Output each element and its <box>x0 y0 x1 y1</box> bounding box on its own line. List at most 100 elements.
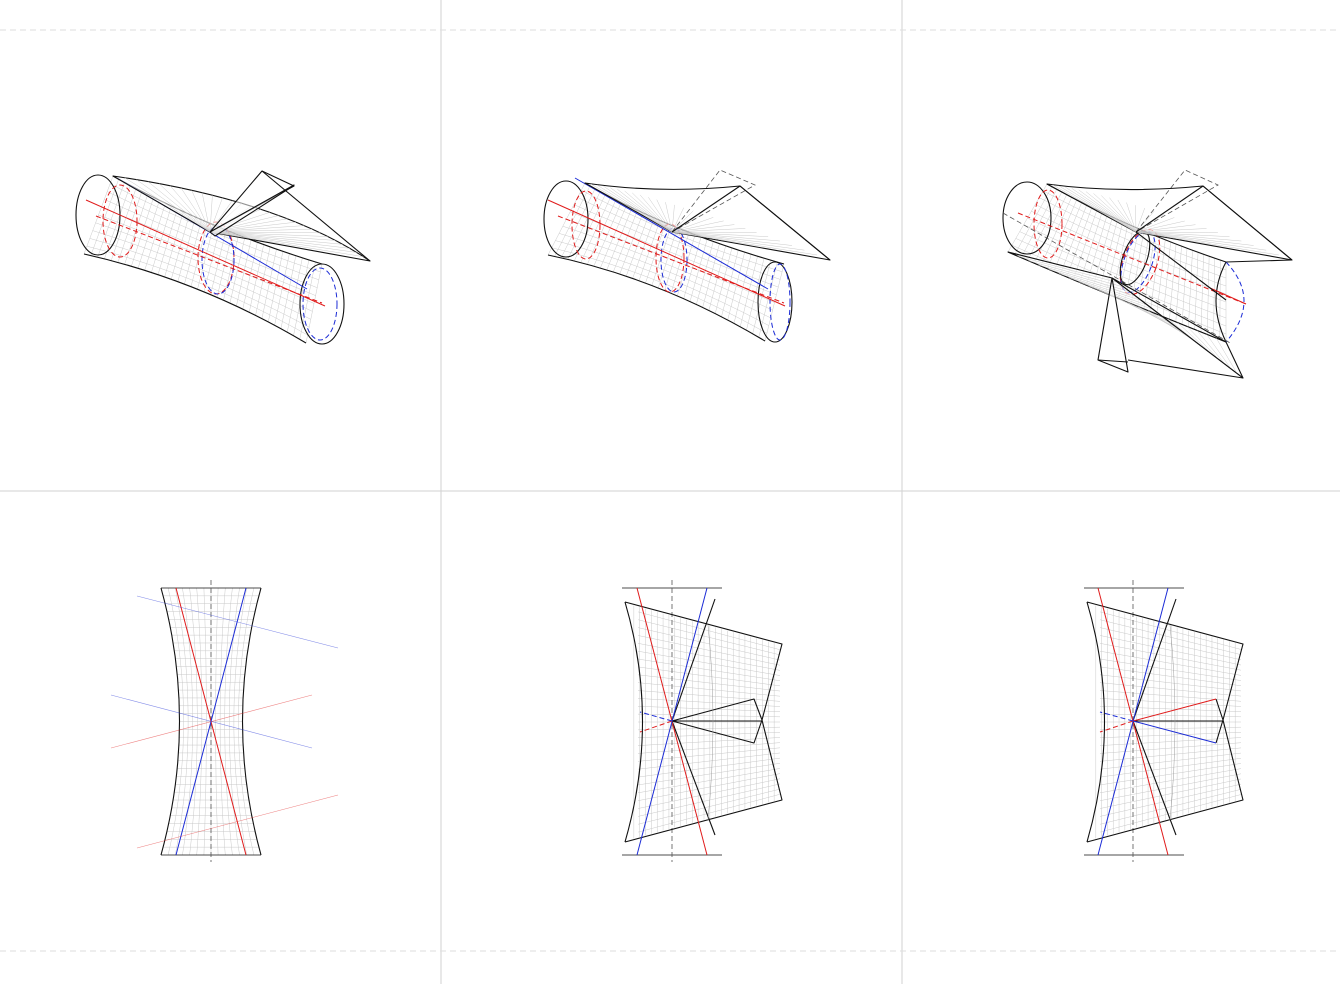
lower-plane-edge-b <box>1111 277 1227 343</box>
panel-top-middle <box>543 169 831 343</box>
lower-fan-line <box>1028 260 1124 288</box>
cone-fan-line <box>180 187 211 233</box>
lower-fan-line <box>1177 322 1214 356</box>
dashed-plane-upper <box>671 169 756 233</box>
red-circle-middle <box>655 223 685 293</box>
cone-fan-line <box>1135 205 1137 233</box>
cone-fan-line <box>1135 231 1230 237</box>
lower-fan-line <box>1206 334 1232 370</box>
red-circle-left <box>571 190 601 260</box>
grey-section-curve <box>1169 624 1176 821</box>
blue-dashed-stub <box>639 711 673 722</box>
cone-fan-line <box>209 197 223 233</box>
red-generator-short <box>1132 698 1217 722</box>
left-profile-curve <box>160 587 180 856</box>
end-ellipse-left <box>1002 181 1052 255</box>
cone-fan-line <box>1085 191 1137 233</box>
plane-grid-row <box>637 627 781 661</box>
mesh-ruling <box>581 189 783 272</box>
red-dashed-stub <box>1099 720 1134 733</box>
plane-edge <box>261 170 371 262</box>
plane-grid-row <box>1099 627 1242 661</box>
panel-bottom-right <box>1084 580 1244 862</box>
red-axis-solid <box>1209 287 1247 305</box>
red-dashed-stub <box>639 720 673 733</box>
cone-fan-line <box>610 187 673 233</box>
panel-top-left <box>75 170 371 345</box>
mesh-column <box>167 587 184 856</box>
lower-fan-line <box>1128 302 1184 333</box>
lower-silhouette <box>547 254 766 342</box>
blue-circle-right <box>302 267 338 341</box>
blue-circle-middle <box>660 227 688 293</box>
cone-fan-line <box>1093 193 1137 233</box>
cone-fan-line <box>1058 185 1137 233</box>
cone-fan-line <box>147 181 211 233</box>
panel-top-right <box>1002 169 1293 379</box>
plane-grid-row <box>1099 742 1242 754</box>
lower-silhouette <box>83 253 307 344</box>
tangent-plane <box>112 170 371 262</box>
generator-lines <box>1097 587 1217 856</box>
blue-generator <box>574 177 769 290</box>
plane-grid-row <box>1099 643 1242 671</box>
red-projection-middle <box>110 694 313 749</box>
cone-fan-line <box>671 217 714 233</box>
plane-grid-row <box>637 658 781 681</box>
lower-wedge <box>1097 277 1129 373</box>
mesh-ruling <box>1023 224 1227 311</box>
grey-section-curve <box>707 624 714 821</box>
cone-fan-line <box>209 231 350 249</box>
cone-fan-line <box>201 192 211 233</box>
plane-grid-row <box>1099 773 1242 801</box>
end-ellipse-left <box>75 174 121 256</box>
plane-grid-row <box>637 650 781 676</box>
cone-fan-line <box>671 204 675 233</box>
cone-fan-line <box>1135 231 1254 246</box>
plane-grid-row <box>1099 752 1242 770</box>
lower-fan-line <box>1078 281 1154 311</box>
upper-plane-edge-d <box>1225 259 1293 263</box>
cone-fan-line <box>671 231 793 246</box>
mesh-column <box>196 587 203 856</box>
mesh-ruling <box>1031 210 1227 295</box>
cone-fan-line <box>1052 184 1137 233</box>
cone-fan-line <box>1126 202 1137 233</box>
red-circle-left <box>102 184 138 258</box>
plane-grid-row <box>637 768 781 794</box>
plane-grid-row <box>637 611 781 650</box>
end-ellipse-right <box>299 263 345 345</box>
mesh-column <box>203 587 207 856</box>
wedge-tip <box>1215 698 1224 744</box>
plane-grid-row <box>1099 658 1242 681</box>
plane-grid-row <box>1099 783 1242 817</box>
red-circle-left <box>1033 189 1063 259</box>
cone-fan-line <box>136 179 211 233</box>
cone-fan-line <box>617 189 673 233</box>
lower-fan-line <box>1038 264 1130 292</box>
cone-fan-line <box>1135 231 1218 233</box>
mesh-ruling <box>107 191 319 281</box>
mesh-ruling <box>562 225 773 311</box>
plane-grid-row <box>1099 674 1242 692</box>
end-ellipse-left <box>543 180 589 258</box>
plane-edge-lower <box>671 720 716 836</box>
tangent-wedge-lower <box>209 184 295 237</box>
cone-fan-line <box>209 231 343 245</box>
plane-grid-row <box>637 788 781 825</box>
cone-fan-line <box>671 220 724 233</box>
cone-fan-line <box>648 197 673 233</box>
lower-plane-bottom <box>1127 359 1244 379</box>
cone-fan-line <box>671 224 735 233</box>
plane-grid-row <box>637 674 781 692</box>
mesh-ruling <box>95 222 313 312</box>
cone-fan-line <box>1135 231 1279 256</box>
plane-grid-row <box>637 643 781 671</box>
plane-grid-row <box>637 747 781 762</box>
plane-grid-row <box>1099 713 1242 718</box>
cone-fan-line <box>671 228 746 233</box>
tangent-planes <box>584 169 831 261</box>
lower-fan-line <box>1216 338 1238 374</box>
